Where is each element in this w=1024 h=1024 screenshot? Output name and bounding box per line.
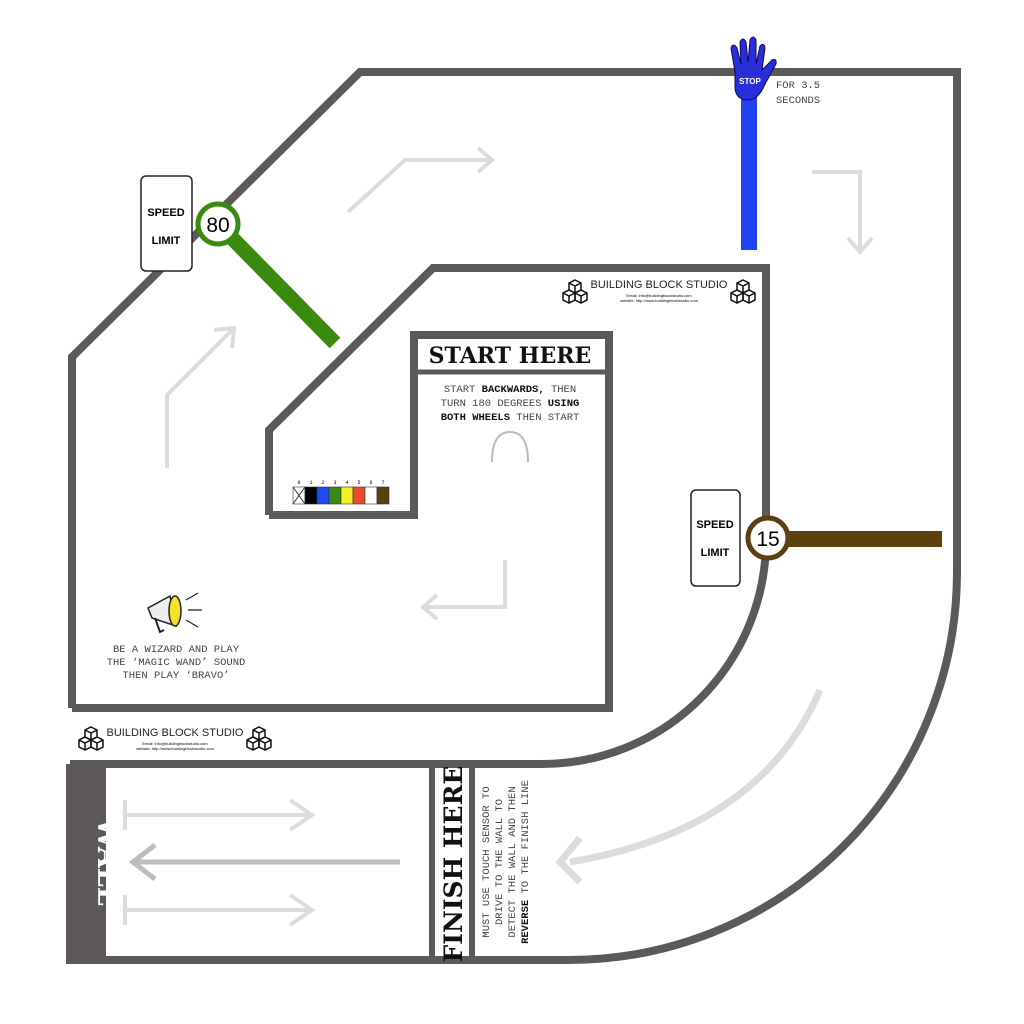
color-swatch (316, 486, 330, 505)
speed-badge-80 (195, 201, 241, 247)
speed-value-15: 15 (756, 528, 779, 551)
finish-line-2: DRIVE TO THE WALL TO (494, 799, 506, 925)
brand-email: Email: info@buildingblockstudio.com (142, 741, 208, 746)
start-instructions: START BACKWARDS, THEN TURN 180 DEGREES U… (441, 384, 580, 424)
megaphone-icon (147, 592, 202, 634)
wall-block (66, 764, 106, 964)
color-swatch (376, 486, 390, 505)
svg-text:TURN 180 DEGREES USING: TURN 180 DEGREES USING (441, 398, 580, 410)
stop-line (741, 85, 757, 250)
stop-hand-icon (730, 36, 777, 101)
arrow (346, 158, 490, 214)
arrow (812, 170, 862, 250)
color-number: 0 (297, 480, 300, 486)
wizard-line-3: THEN PLAY ‘BRAVO’ (122, 670, 229, 682)
speed-badge-15 (745, 515, 791, 561)
color-number: 4 (345, 480, 348, 486)
cubes-logo-icon (246, 726, 272, 751)
arrow (123, 798, 316, 832)
brand-email: Email: info@buildingblockstudio.com (626, 293, 692, 298)
speed-value-80: 80 (206, 214, 229, 237)
svg-text:START BACKWARDS, THEN: START BACKWARDS, THEN (444, 384, 576, 396)
start-title: START HERE (429, 343, 592, 369)
speed-label-top: SPEED (147, 207, 184, 219)
track-walls (68, 68, 961, 964)
arrow (165, 328, 234, 468)
arrow (425, 560, 507, 609)
stop-duration-line2: SECONDS (776, 95, 820, 107)
finish-title: FINISH HERE (439, 766, 468, 963)
color-number: 2 (321, 480, 324, 486)
svg-text:BOTH WHEELS THEN START: BOTH WHEELS THEN START (441, 412, 580, 424)
outer-wall (68, 68, 961, 964)
color-swatch (304, 486, 318, 505)
color-number: 6 (369, 480, 372, 486)
speed-sign-80 (140, 175, 193, 272)
color-swatch (352, 486, 366, 505)
speed-label-bottom: LIMIT (701, 547, 730, 559)
u-turn-icon (491, 430, 529, 463)
color-key: 0 1 2 3 4 5 6 7 (292, 480, 390, 505)
brand-website: website: http://www.buildingblockstudio.… (136, 746, 214, 751)
arrow (123, 893, 316, 927)
island-wall (72, 331, 613, 712)
brand-name: BUILDING BLOCK STUDIO (591, 279, 728, 291)
brand-logo-top: BUILDING BLOCK STUDIO Email: info@buildi… (591, 279, 728, 303)
cross-icon (292, 486, 306, 505)
speed-line-80 (224, 230, 341, 349)
stop-hand-label: STOP (739, 77, 761, 86)
finish-line-4: REVERSE TO THE FINISH LINE (520, 780, 532, 944)
arrow (569, 688, 824, 866)
stop-duration-line1: FOR 3.5 (776, 80, 820, 92)
color-number: 7 (381, 480, 384, 486)
cubes-logo-icon (562, 279, 588, 304)
wizard-line-1: BE A WIZARD AND PLAY (113, 644, 240, 656)
finish-line-1: MUST USE TOUCH SENSOR TO (481, 786, 493, 937)
brand-name: BUILDING BLOCK STUDIO (107, 727, 244, 739)
speed-label-top: SPEED (696, 519, 733, 531)
color-number: 1 (309, 480, 312, 486)
arrow (128, 843, 400, 881)
color-swatch (340, 486, 354, 505)
color-swatch (328, 486, 342, 505)
finish-line-3: DETECT THE WALL AND THEN (507, 786, 519, 937)
cubes-logo-icon (730, 279, 756, 304)
wizard-line-2: THE ‘MAGIC WAND’ SOUND (107, 657, 246, 669)
direction-arrows (123, 146, 874, 927)
color-number: 3 (333, 480, 336, 486)
color-number: 5 (357, 480, 360, 486)
finish-instructions: MUST USE TOUCH SENSOR TO DRIVE TO THE WA… (481, 780, 532, 944)
speed-line-15 (780, 531, 942, 547)
speed-label-bottom: LIMIT (152, 235, 181, 247)
brand-logo-bottom: BUILDING BLOCK STUDIO Email: info@buildi… (107, 727, 244, 751)
wall-label: WALL (91, 817, 122, 906)
color-swatch (364, 486, 378, 505)
cubes-logo-icon (78, 726, 104, 751)
brand-website: website: http://www.buildingblockstudio.… (620, 298, 698, 303)
speed-sign-15 (690, 489, 741, 587)
